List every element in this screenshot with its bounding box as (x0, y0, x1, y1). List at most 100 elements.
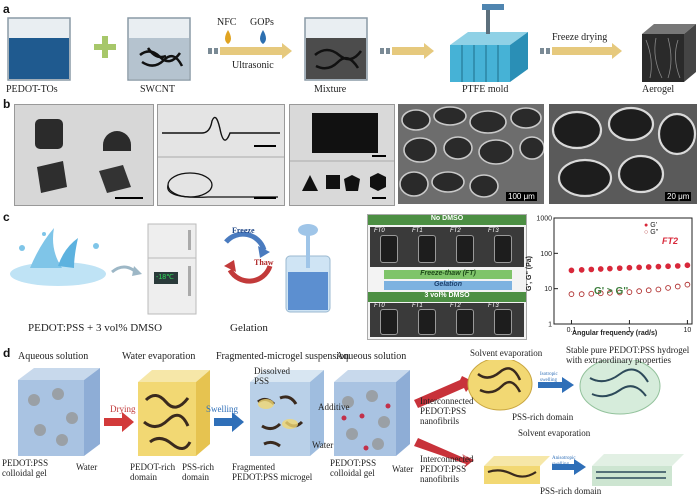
freezer-temp: -18℃ (156, 274, 174, 281)
gel-cup-icon (285, 224, 331, 313)
data-point-series-2 (607, 290, 613, 296)
label-water-2: Water (312, 440, 334, 450)
aerogel-shapes-photo (14, 104, 154, 206)
scale-bar (115, 197, 143, 199)
label-gops: GOPs (250, 17, 274, 28)
data-point-series-1 (684, 262, 691, 269)
data-point-series-2 (597, 290, 604, 297)
data-point-series-2 (665, 285, 671, 291)
legend: ● G' ○ G'' (644, 222, 658, 236)
data-point-series-1 (607, 265, 613, 272)
sem-image-low-mag: 100 μm (398, 104, 544, 204)
hydrogel-slab-aniso (592, 454, 684, 486)
label-colloid-2: PEDOT:PSS colloidal gel (330, 458, 377, 478)
cube-aqueous-1 (18, 368, 100, 456)
label-water-3: Water (392, 464, 414, 474)
label-swcnt: SWCNT (140, 84, 175, 95)
iso-swell-arrow-icon (538, 377, 574, 393)
data-point-series-1 (655, 263, 662, 270)
plus-icon (94, 36, 116, 58)
data-point-series-1 (645, 264, 652, 270)
cube-fragmented (250, 370, 324, 456)
cube-aqueous-2 (334, 370, 410, 456)
scale-bar (254, 197, 276, 199)
data-point-series-2 (578, 291, 585, 297)
anisotropic-branch-arrow-icon (414, 438, 474, 468)
cube-water-evap (138, 370, 210, 456)
y-tick-label: 1 (548, 322, 552, 329)
scale-label-100: 100 μm (506, 192, 537, 201)
panel-d-graphic (18, 360, 684, 486)
scale-label-20: 20 μm (665, 192, 692, 201)
label-aerogel: Aerogel (642, 84, 675, 95)
y-tick-label: 1000 (536, 216, 552, 223)
data-point-series-1 (636, 264, 642, 271)
label-solvent-evap-1: Solvent evaporation (470, 348, 543, 358)
panel-label-d: d (3, 346, 11, 360)
nfc-droplet-icon (225, 30, 231, 44)
legend-item-g-prime: ● G' (644, 222, 657, 229)
chart-xlabel: Angular frequency (rad/s) (572, 330, 658, 337)
chart-comparison: G' > G'' (594, 286, 629, 297)
label-water-evap: Water evaporation (122, 351, 196, 362)
label-swelling: Swelling (206, 404, 239, 414)
x-tick-label: 0.1 (567, 327, 577, 334)
aerogel-cube-icon (642, 24, 696, 82)
label-nanofibrils-2: Interconnected PEDOT:PSS nanofibrils (420, 454, 474, 484)
film-photo (289, 104, 395, 206)
dried-slab-aniso (484, 456, 550, 484)
beaker-pedot-icon (7, 17, 71, 81)
chart-ylabel: G', G'' (Pa) (525, 256, 533, 291)
label-water-1: Water (76, 462, 98, 472)
data-point-series-2 (616, 289, 623, 296)
label-freeze: Freeze (232, 226, 255, 235)
dmso-header: 3 vol% DMSO (368, 292, 526, 302)
label-thaw: Thaw (254, 258, 274, 267)
y-tick-label: 10 (544, 286, 552, 293)
scale-bar (372, 155, 386, 157)
label-nfc: NFC (217, 17, 237, 28)
data-point-series-2 (655, 286, 662, 293)
data-point-series-1 (578, 267, 585, 273)
isotropic-branch-arrow-icon (414, 376, 474, 408)
gelation-bar: Gelation (384, 281, 512, 290)
data-point-series-1 (626, 264, 633, 271)
water-splash-icon (10, 228, 106, 286)
label-aniso-swell: Anisotropic swelling (552, 456, 576, 467)
label-solvent-evap-2: Solvent evaporation (518, 428, 591, 438)
label-stable-hydrogel: Stable pure PEDOT:PSS hydrogel with extr… (566, 345, 690, 365)
data-point-series-2 (588, 290, 595, 297)
label-dissolved-pss: Dissolved PSS (254, 366, 290, 386)
data-point-series-2 (636, 288, 642, 295)
aniso-swell-arrow-icon (552, 459, 586, 475)
data-point-series-2 (684, 281, 691, 288)
freeze-drying-arrow-icon (540, 43, 622, 59)
data-point-series-2 (568, 291, 575, 297)
data-point-series-1 (665, 263, 671, 270)
scale-bar (254, 145, 276, 147)
curved-arrow-icon (111, 265, 137, 274)
freeze-thaw-cycle-icon (224, 231, 273, 284)
data-point-series-1 (674, 263, 681, 269)
label-colloid-1: PEDOT:PSS colloidal gel (2, 458, 49, 478)
chart-tag: FT2 (662, 236, 679, 246)
label-pss-rich-2: PSS-rich domain (512, 412, 574, 422)
label-ptfe-mold: PTFE mold (462, 84, 509, 95)
label-fragmented: Fragmented-microgel suspension (216, 351, 350, 362)
label-freeze-drying: Freeze drying (552, 32, 608, 43)
data-point-series-1 (568, 267, 575, 274)
label-ultrasonic: Ultrasonic (232, 60, 274, 71)
drying-arrow-icon (104, 412, 134, 432)
beaker-mixture-icon (304, 17, 368, 81)
panel-label-b: b (3, 97, 11, 111)
beaker-swcnt-icon (127, 17, 191, 81)
dried-sphere-iso (467, 360, 533, 411)
vials-row-top: FT0 FT1 FT2 FT3 (370, 227, 524, 267)
gops-droplet-icon (260, 30, 266, 44)
no-dmso-header: No DMSO (368, 215, 526, 225)
label-pedot-dmso: PEDOT:PSS + 3 vol% DMSO (28, 322, 163, 334)
scale-bar (372, 197, 386, 199)
freeze-thaw-bar: Freeze-thaw (FT) (384, 270, 512, 279)
